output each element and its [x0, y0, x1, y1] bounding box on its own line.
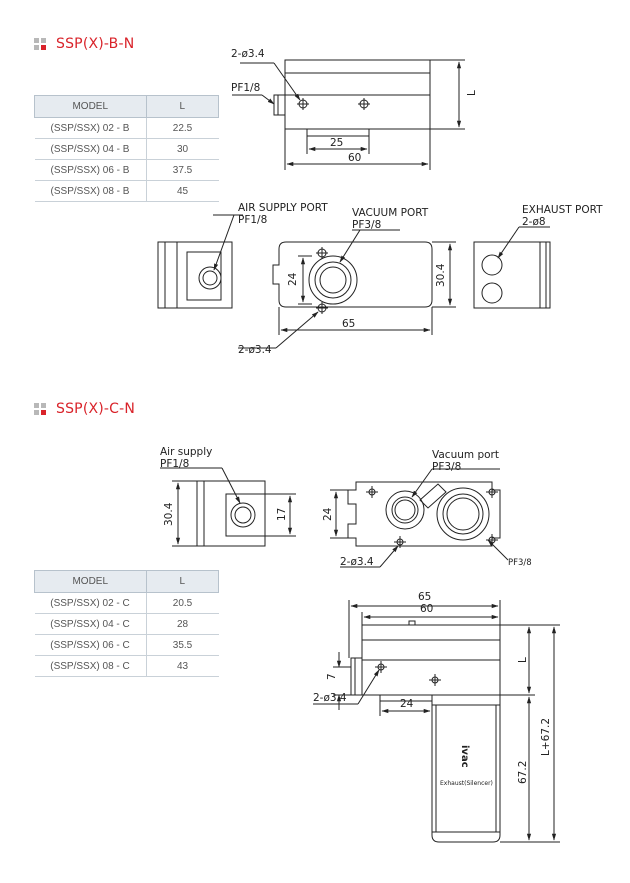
c-front-view [330, 468, 509, 568]
cell-l: 20.5 [145, 592, 219, 614]
cell-model: (SSP/SSX) 08 - B [34, 180, 146, 202]
c-bottom-60-label: 60 [420, 603, 433, 615]
c-front-holes-label: 2-ø3.4 [340, 556, 374, 568]
table-row: (SSP/SSX) 06 - C 35.5 [34, 634, 219, 656]
silencer-label: Exhaust(Silencer) [440, 780, 493, 787]
section-marker-icon [34, 403, 46, 415]
c-bottom-lsum-label: L+67.2 [540, 718, 552, 756]
c-bottom-65-label: 65 [418, 591, 431, 603]
b-air-supply-thread: PF1/8 [238, 214, 267, 226]
col-header-model: MODEL [34, 95, 147, 118]
b-front-304-label: 30.4 [435, 263, 447, 287]
col-header-l: L [145, 570, 219, 593]
b-top-port-label: PF1/8 [231, 82, 260, 94]
b-top-view [232, 59, 465, 170]
b-top-25-label: 25 [330, 137, 343, 149]
b-front-65-label: 65 [342, 318, 355, 330]
model-table-b: MODEL L (SSP/SSX) 02 - B 22.5 (SSP/SSX) … [34, 95, 219, 202]
table-row: (SSP/SSX) 04 - C 28 [34, 613, 219, 635]
c-side-17-label: 17 [276, 508, 288, 521]
model-table-c: MODEL L (SSP/SSX) 02 - C 20.5 (SSP/SSX) … [34, 570, 219, 677]
table-header-row: MODEL L [34, 95, 219, 118]
c-air-thread: PF1/8 [160, 458, 189, 470]
c-bottom-l-label: L [517, 657, 529, 663]
b-front-holes-label: 2-ø3.4 [238, 344, 272, 356]
table-header-row: MODEL L [34, 570, 219, 593]
cell-model: (SSP/SSX) 08 - C [34, 655, 146, 677]
section-title-b: SSP(X)-B-N [34, 36, 134, 52]
c-bottom-672-label: 67.2 [517, 761, 529, 784]
table-row: (SSP/SSX) 04 - B 30 [34, 138, 219, 160]
b-top-60-label: 60 [348, 152, 361, 164]
cell-l: 28 [145, 613, 219, 635]
c-front-24-label: 24 [322, 507, 334, 521]
brand-logo-text: ivac [459, 745, 470, 768]
cell-model: (SSP/SSX) 06 - C [34, 634, 146, 656]
b-vacuum-label: VACUUM PORT [352, 207, 429, 219]
c-bottom-view [313, 600, 560, 843]
c-bottom-holes-label: 2-ø3.4 [313, 692, 347, 704]
col-header-l: L [145, 95, 219, 118]
cell-l: 35.5 [145, 634, 219, 656]
c-side-304-label: 30.4 [163, 502, 175, 526]
c-front-port-label: PF3/8 [508, 558, 532, 568]
cell-model: (SSP/SSX) 06 - B [34, 159, 146, 181]
cell-l: 37.5 [145, 159, 219, 181]
b-side-view [157, 214, 243, 309]
b-air-supply-label: AIR SUPPLY PORT [238, 202, 328, 214]
c-vacuum-thread: PF3/8 [432, 461, 461, 473]
b-exhaust-holes: 2-ø8 [522, 216, 546, 228]
b-exhaust-label: EXHAUST PORT [522, 204, 603, 216]
table-row: (SSP/SSX) 02 - B 22.5 [34, 117, 219, 139]
section-title-text: SSP(X)-B-N [56, 36, 135, 52]
c-air-label: Air supply [160, 446, 212, 458]
section-title-c: SSP(X)-C-N [34, 401, 135, 417]
b-top-l-label: L [466, 90, 478, 96]
b-vacuum-thread: PF3/8 [352, 219, 381, 231]
cell-l: 43 [145, 655, 219, 677]
cell-model: (SSP/SSX) 04 - B [34, 138, 146, 160]
c-bottom-7-label: 7 [326, 673, 338, 680]
cell-l: 30 [145, 138, 219, 160]
c-side-view [160, 467, 296, 547]
section-marker-icon [34, 38, 46, 50]
b-top-holes-label: 2-ø3.4 [231, 48, 265, 60]
cell-l: 22.5 [145, 117, 219, 139]
cell-model: (SSP/SSX) 04 - C [34, 613, 146, 635]
c-vacuum-label: Vacuum port [432, 449, 499, 461]
table-row: (SSP/SSX) 02 - C 20.5 [34, 592, 219, 614]
c-bottom-24-label: 24 [400, 698, 414, 710]
cell-l: 45 [145, 180, 219, 202]
section-title-text: SSP(X)-C-N [56, 401, 136, 417]
col-header-model: MODEL [34, 570, 147, 593]
table-row: (SSP/SSX) 08 - C 43 [34, 655, 219, 677]
b-exhaust-view [473, 226, 551, 309]
b-front-24-label: 24 [287, 272, 299, 286]
cell-model: (SSP/SSX) 02 - C [34, 592, 146, 614]
table-row: (SSP/SSX) 06 - B 37.5 [34, 159, 219, 181]
b-front-view [238, 229, 456, 349]
table-row: (SSP/SSX) 08 - B 45 [34, 180, 219, 202]
cell-model: (SSP/SSX) 02 - B [34, 117, 146, 139]
